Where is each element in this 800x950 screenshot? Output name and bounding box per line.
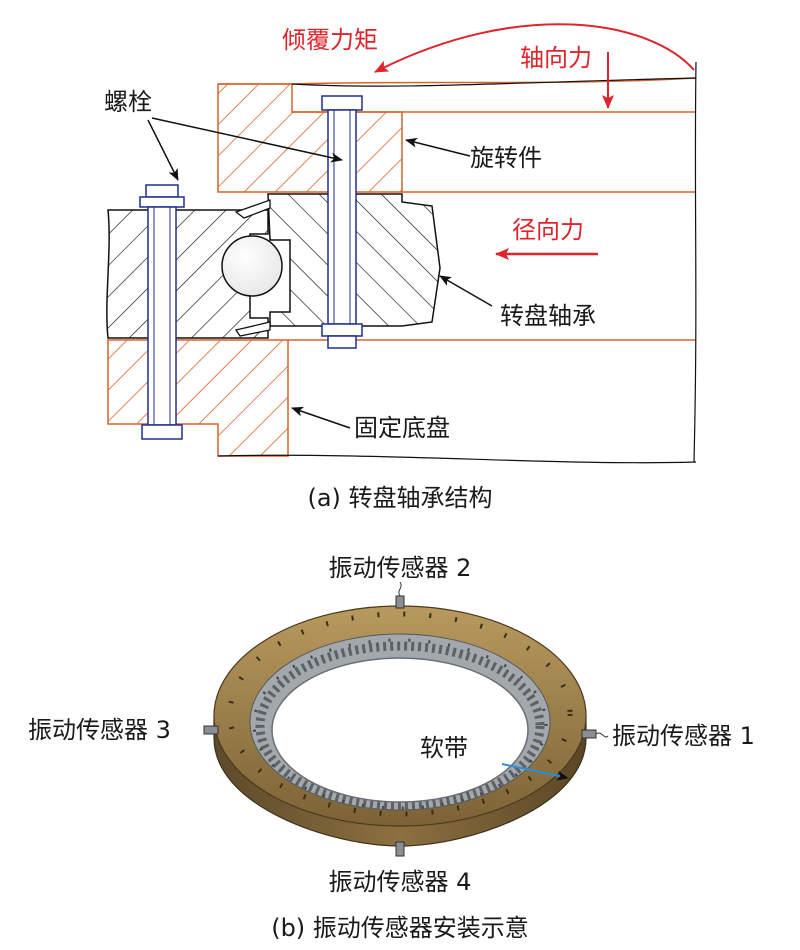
bolt-holes	[227, 611, 573, 817]
label-sensor-1: 振动传感器 1	[612, 722, 755, 750]
label-sensor-3: 振动传感器 3	[28, 716, 171, 744]
soft-band-marker	[501, 763, 569, 781]
bearing-leader	[439, 275, 493, 307]
sensor-4-device	[395, 841, 405, 857]
fixed-base-section	[107, 339, 289, 457]
panel-a-structure: 倾覆力矩 轴向力 螺栓 旋转件 径向力 转盘轴承 固定底盘 (a) 转盘轴承结构	[104, 23, 697, 512]
sensor-3-device	[203, 725, 219, 735]
right-break-line	[693, 61, 697, 463]
label-fixed-base: 固定底盘	[354, 414, 450, 442]
caption-a: (a) 转盘轴承结构	[307, 484, 492, 512]
ring-inner-hole	[271, 657, 529, 803]
label-soft-band: 软带	[420, 734, 468, 762]
panel-b-sensor-layout: 振动传感器 2 振动传感器 3 振动传感器 1 软带 振动传感器 4 (b) 振…	[28, 554, 755, 942]
bolt-left	[139, 184, 185, 440]
label-sensor-4: 振动传感器 4	[329, 868, 472, 896]
seal-upper	[234, 199, 271, 219]
seal-lower	[234, 321, 271, 337]
gear-teeth	[255, 641, 545, 811]
bolt-leader-2	[151, 117, 343, 163]
rotating-part-outline	[218, 77, 697, 193]
sensor-1-device	[581, 729, 609, 739]
label-rotating-part: 旋转件	[470, 144, 542, 172]
label-tilting-moment: 倾覆力矩	[282, 26, 378, 54]
fixed-base-leader	[291, 406, 351, 429]
label-axial-force: 轴向力	[520, 44, 592, 72]
label-sensor-2: 振动传感器 2	[329, 554, 472, 582]
tilting-moment-arrow	[374, 23, 695, 73]
gear-bolt-holes	[252, 638, 548, 810]
sensor-2-device	[395, 581, 405, 609]
bolt-right	[321, 95, 363, 349]
bolt-leader-1	[147, 119, 179, 181]
rotating-part-leader	[405, 137, 471, 157]
rolling-ball	[221, 235, 283, 297]
bottom-break-line	[217, 454, 697, 464]
top-break-line	[291, 77, 697, 87]
caption-b: (b) 振动传感器安装示意	[271, 914, 529, 942]
label-slewing-bearing: 转盘轴承	[500, 302, 596, 330]
label-bolt: 螺栓	[104, 88, 152, 116]
label-radial-force: 径向力	[512, 216, 584, 244]
